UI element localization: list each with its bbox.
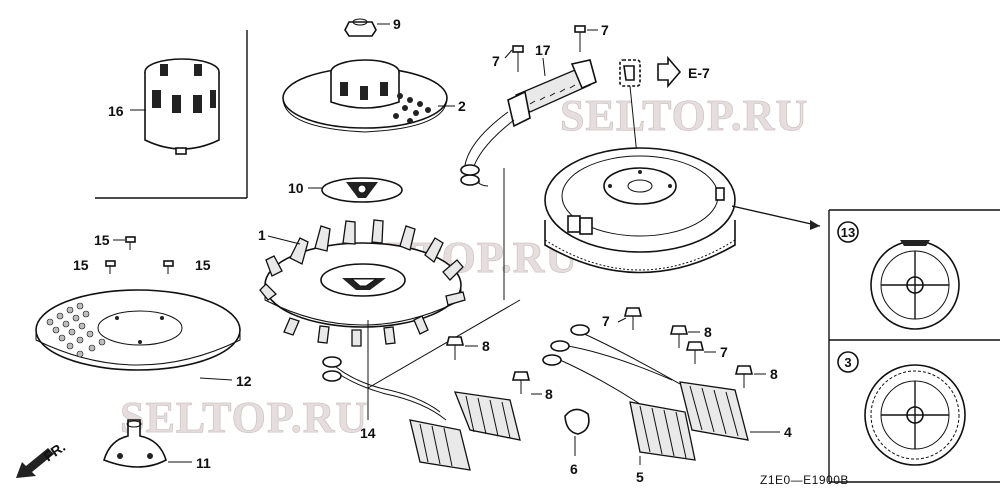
callout-11: 11: [196, 455, 211, 471]
callout-8-b: 8: [545, 386, 553, 402]
part-16-starter-cup: [130, 58, 220, 155]
callout-16: 16: [108, 103, 124, 119]
part-11-bracket: [103, 419, 192, 468]
part-2-fan-cover: [282, 59, 455, 133]
bolt-icon: [685, 341, 705, 364]
callout-2: 2: [458, 98, 466, 114]
bolt-icon: [445, 336, 465, 360]
screw-icon: [574, 25, 586, 52]
front-direction: FR.: [16, 438, 68, 478]
watermark-bottom: SELTOP.RU: [120, 393, 368, 442]
part-4-charge-coil: [542, 324, 780, 441]
callout-3: 3: [844, 355, 851, 370]
part-1-cooling-fan: [259, 219, 466, 347]
callout-4: 4: [784, 424, 792, 440]
callout-8-a: 8: [482, 338, 490, 354]
callout-7-left: 7: [492, 53, 500, 69]
part-10-plate: [308, 177, 403, 203]
callout-7-d: 7: [720, 344, 728, 360]
screw-icon: [163, 260, 174, 274]
part-9-nut: [344, 18, 390, 37]
flywheel: [544, 147, 736, 274]
callout-10: 10: [288, 180, 304, 196]
callout-6: 6: [570, 461, 578, 477]
callouts: 16 2 9 10 1 17 7 7 15 15 15 12 11 14 8 8…: [73, 16, 792, 485]
part-17-exciter-coil: [460, 25, 598, 187]
screw-icon: [512, 45, 524, 72]
callout-1: 1: [258, 227, 266, 243]
callout-15-right: 15: [195, 257, 211, 273]
arrow-down-left-icon: [16, 448, 54, 478]
bolt-icon: [669, 325, 689, 348]
callout-7-c: 7: [602, 313, 610, 329]
inset-leader: [731, 205, 821, 230]
bolt-icon: [511, 371, 531, 394]
screw-icon: [105, 260, 116, 274]
callout-14: 14: [360, 425, 376, 441]
inset-3-flywheel-variant: 3: [837, 351, 966, 466]
drawing-code: Z1E0—E1900B: [760, 473, 849, 487]
callout-7-top: 7: [601, 22, 609, 38]
watermarks: SELTOP.RU SELTOP.RU SELTOP.RU: [120, 91, 808, 443]
callout-12: 12: [236, 373, 252, 389]
callout-8-c: 8: [704, 324, 712, 340]
callout-9: 9: [393, 16, 401, 32]
callout-5: 5: [636, 469, 644, 485]
bolts-lower: [445, 307, 766, 395]
inset-13-flywheel-variant: 13: [837, 221, 960, 330]
part-12-base-plate: [35, 289, 241, 381]
panel-borders: [95, 30, 1000, 483]
arrow-right-outline-icon: [657, 55, 682, 89]
part-6-clip: [564, 408, 590, 456]
reference-label: E-7: [688, 65, 710, 81]
part-15-screws: [105, 236, 174, 274]
bolt-icon: [734, 365, 754, 388]
screw-icon: [125, 236, 136, 250]
callout-8-d: 8: [770, 366, 778, 382]
callout-15-left: 15: [73, 257, 89, 273]
callout-15-top: 15: [94, 232, 110, 248]
bolt-icon: [623, 307, 643, 330]
callout-17: 17: [535, 42, 551, 58]
part-5-charge-coil: [409, 391, 696, 471]
part-14-wiring: [322, 168, 521, 421]
watermark-top: SELTOP.RU: [560, 91, 808, 140]
callout-13: 13: [841, 225, 855, 240]
